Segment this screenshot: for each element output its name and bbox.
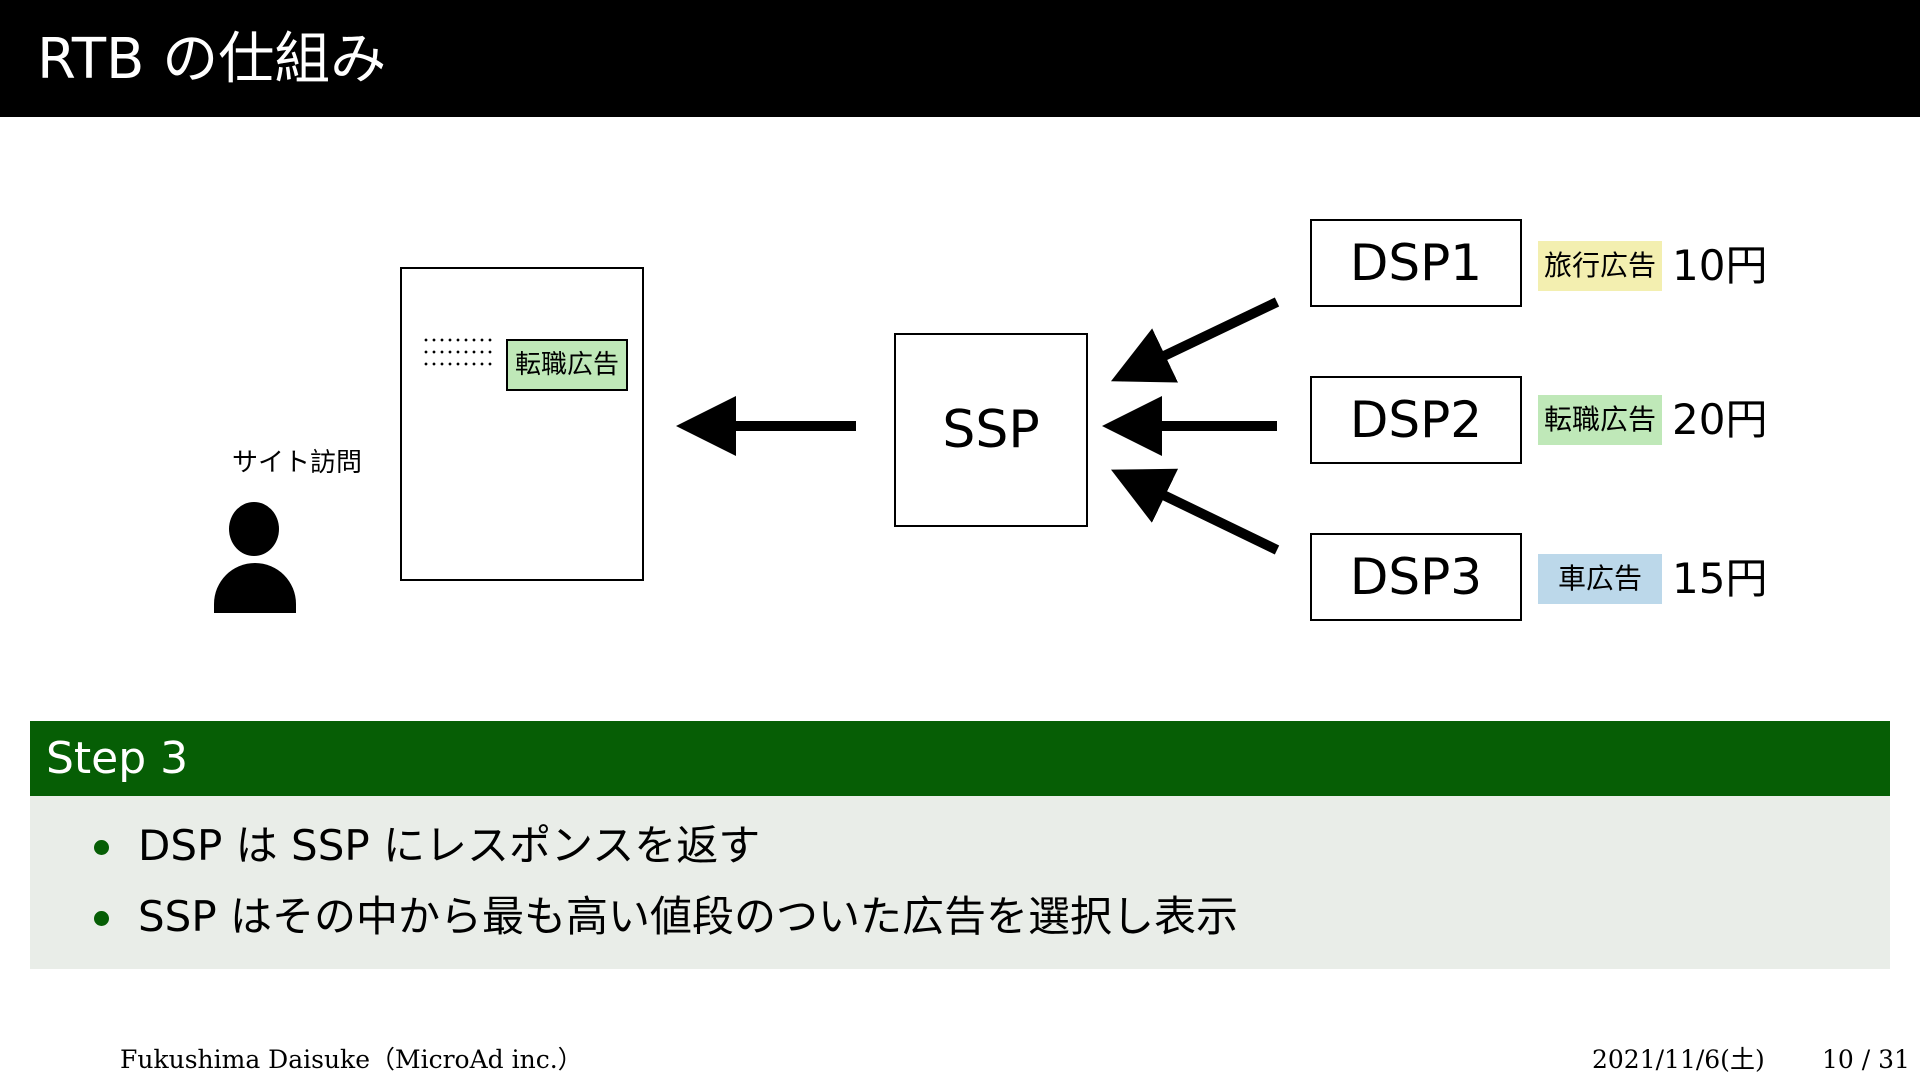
bullet-icon <box>94 840 109 855</box>
title-bar: RTB の仕組み <box>0 0 1920 117</box>
web-page-box: 転職広告 <box>400 267 644 581</box>
ssp-box: SSP <box>894 333 1088 527</box>
footer-page-number: 10 / 31 <box>1822 1045 1910 1074</box>
dsp3-box: DSP3 <box>1310 533 1522 621</box>
slide-title: RTB の仕組み <box>37 27 387 92</box>
step-title: Step 3 <box>46 733 189 784</box>
footer-date: 2021/11/6(土) <box>1592 1045 1765 1074</box>
dsp2-price: 20円 <box>1672 395 1768 444</box>
bullet-icon <box>94 911 109 926</box>
bullet-text: SSP はその中から最も高い値段のついた広告を選択し表示 <box>138 892 1238 941</box>
dsp2-box: DSP2 <box>1310 376 1522 464</box>
page-content-dots <box>422 334 492 368</box>
dsp3-ad-tag: 車広告 <box>1538 554 1662 604</box>
arrows-layer <box>676 297 1280 555</box>
rtb-diagram: サイト訪問 転職広告 SSP DSP1 旅行広告 10円 DSP2 転職広告 2… <box>0 117 1920 717</box>
arrow-dsp1-to-ssp <box>1110 297 1280 383</box>
dsp1-box: DSP1 <box>1310 219 1522 307</box>
step-block: Step 3 DSP は SSP にレスポンスを返す SSP はその中から最も高… <box>30 721 1890 969</box>
site-visit-label: サイト訪問 <box>232 448 363 478</box>
user-icon-head <box>229 502 279 556</box>
dsp1-price: 10円 <box>1672 241 1768 290</box>
bullet-text: DSP は SSP にレスポンスを返す <box>138 821 761 870</box>
footer-author: Fukushima Daisuke（MicroAd inc.） <box>120 1045 583 1074</box>
arrow-dsp3-to-ssp <box>1110 468 1280 555</box>
step-header: Step 3 <box>30 721 1890 796</box>
dsp2-ad-tag: 転職広告 <box>1538 395 1662 445</box>
dsp3-price: 15円 <box>1672 554 1768 603</box>
dsp1-ad-tag: 旅行広告 <box>1538 241 1662 291</box>
page-ad-slot: 転職広告 <box>506 339 628 391</box>
